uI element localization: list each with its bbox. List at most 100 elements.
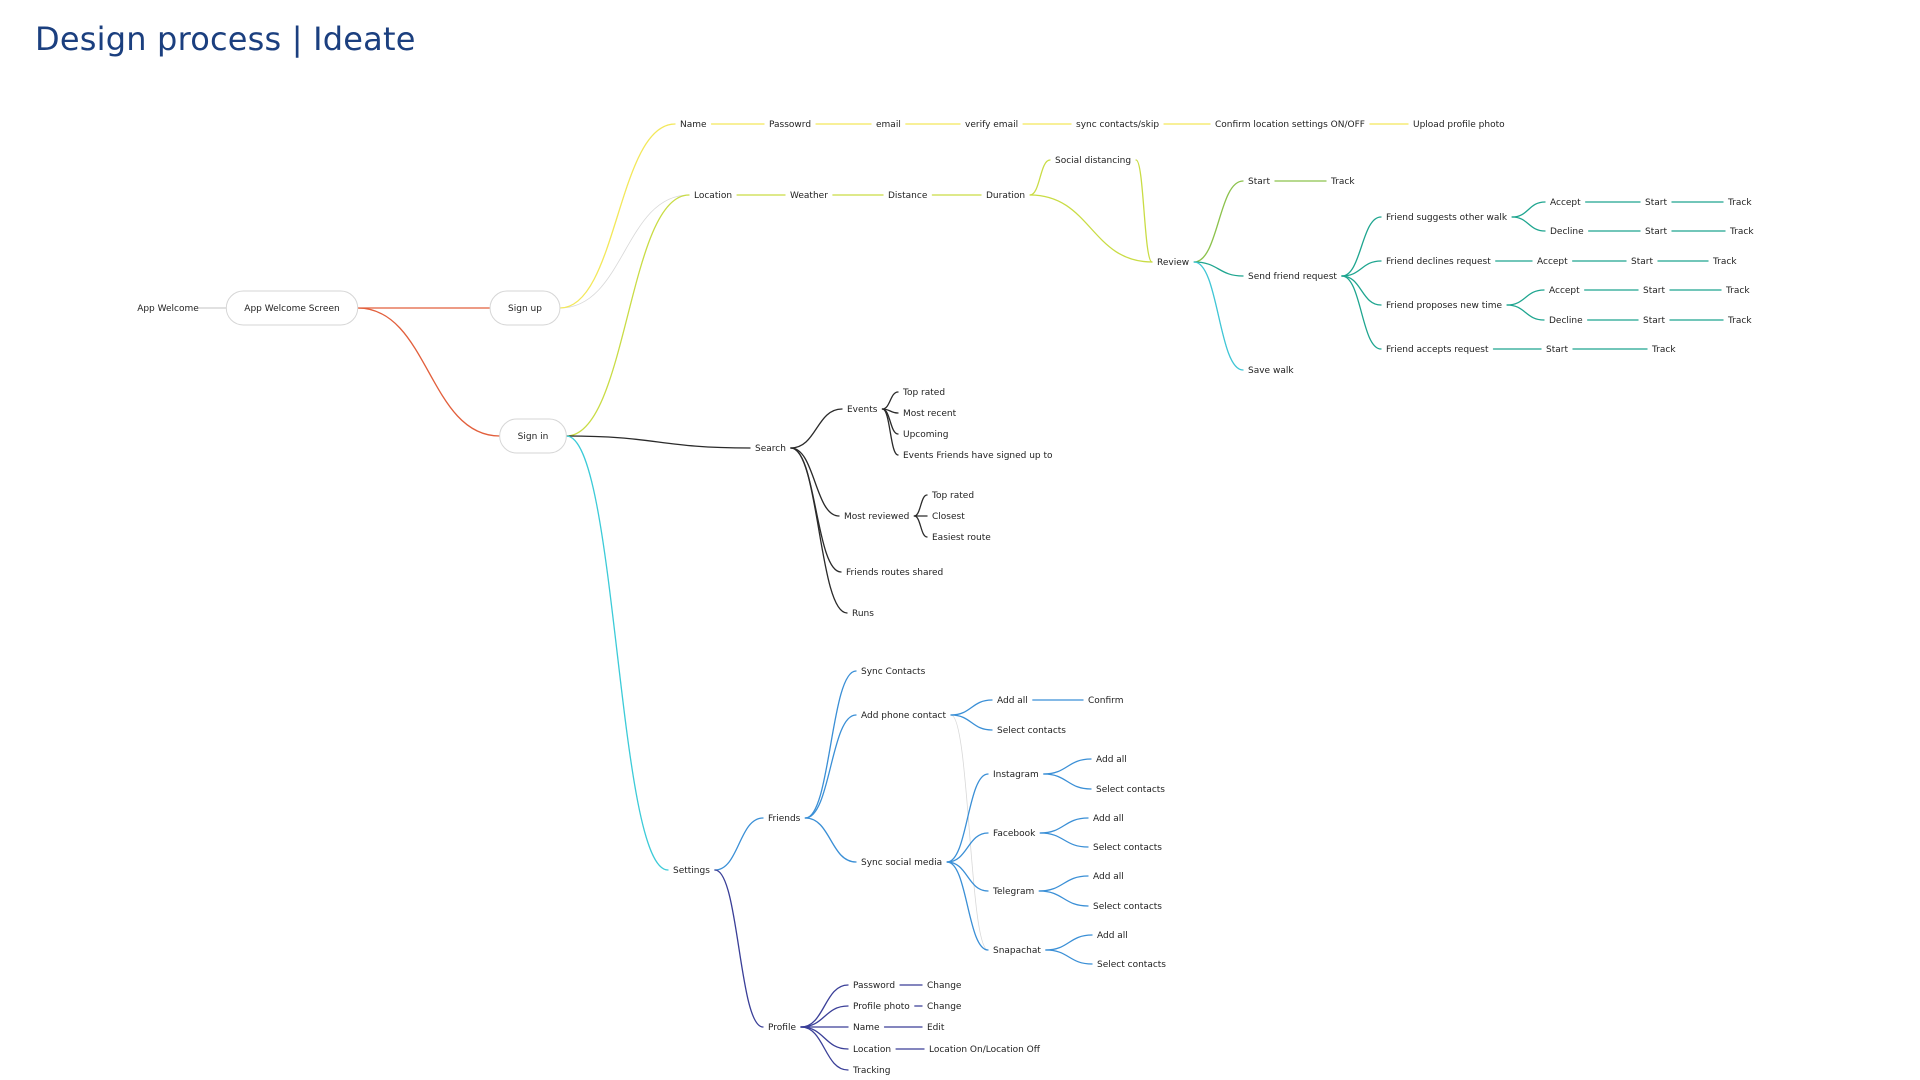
node-label-fr-suggests: Friend suggests other walk [1386, 213, 1508, 223]
connector-settings-to-friends [714, 817, 764, 871]
connector-most-reviewed-to-mr-easiest [913, 515, 928, 538]
connector-fr-proposes-to-fr-p-accept [1506, 289, 1545, 306]
node-label-fr-s-accept-track: Track [1727, 198, 1752, 208]
connector-profile-to-pr-location [800, 1026, 849, 1050]
connector-friends-to-sync-contacts [804, 670, 857, 819]
node-fr-a-track: Track [1651, 345, 1676, 355]
node-profile: Profile [768, 1023, 796, 1033]
connector-profile-to-pr-password [800, 984, 849, 1028]
node-label-fr-a-start: Start [1546, 345, 1568, 355]
ghost-connector-add-phone-to-snapachat [950, 714, 989, 951]
node-label-instagram: Instagram [993, 770, 1039, 780]
node-label-fr-s-decline: Decline [1550, 227, 1584, 237]
connector-sync-social-to-snapachat [946, 861, 989, 951]
connector-sign-in-to-settings [565, 435, 669, 871]
node-label-mr-easiest: Easiest route [932, 533, 991, 543]
node-fb-add-all: Add all [1093, 814, 1124, 824]
node-sign-up: Sign up [489, 290, 561, 326]
node-pr-password: Password [853, 981, 895, 991]
node-friends-routes: Friends routes shared [846, 568, 943, 578]
connector-send-friend-request-to-fr-proposes [1341, 275, 1382, 306]
node-send-friend-request: Send friend request [1248, 272, 1337, 282]
connector-review-to-save-walk [1193, 261, 1244, 371]
node-passowrd: Passowrd [769, 120, 811, 130]
node-welcome-screen: App Welcome Screen [225, 290, 359, 326]
node-fb-select: Select contacts [1093, 843, 1162, 853]
node-label-fr-p-accept: Accept [1549, 286, 1580, 296]
node-fr-p-accept-start: Start [1643, 286, 1665, 296]
connector-friends-to-sync-social [804, 817, 857, 863]
connector-review-to-send-friend-request [1193, 261, 1244, 277]
node-fr-s-decline-start: Start [1645, 227, 1667, 237]
node-label-fr-s-accept: Accept [1550, 198, 1581, 208]
node-review-track: Track [1330, 177, 1355, 187]
node-label-tg-select: Select contacts [1093, 902, 1162, 912]
connector-facebook-to-fb-select [1039, 832, 1089, 848]
node-location: Location [694, 191, 732, 201]
node-pill-sign-up [489, 290, 561, 326]
node-label-fr-p-decline-start: Start [1643, 316, 1665, 326]
node-label-duration: Duration [986, 191, 1025, 201]
connector-events-to-ev-top-rated [881, 391, 899, 410]
connector-review-to-review-start [1193, 180, 1244, 263]
node-fr-p-accept: Accept [1549, 286, 1580, 296]
node-facebook: Facebook [993, 829, 1036, 839]
node-sync-skip: sync contacts/skip [1076, 120, 1159, 130]
node-label-fr-p-decline-track: Track [1727, 316, 1752, 326]
node-friends: Friends [768, 814, 801, 824]
node-pr-tracking: Tracking [852, 1066, 890, 1076]
connector-sign-in-to-search [565, 435, 751, 449]
connector-sync-social-to-telegram [946, 861, 989, 892]
connector-snapachat-to-sc-select [1045, 949, 1093, 965]
connector-sign-in-to-location [565, 194, 690, 437]
node-instagram: Instagram [993, 770, 1039, 780]
node-fr-s-accept-track: Track [1727, 198, 1752, 208]
connector-sign-up-to-name [559, 123, 676, 309]
node-fr-d-track: Track [1712, 257, 1737, 267]
node-label-fr-p-accept-track: Track [1725, 286, 1750, 296]
node-add-phone: Add phone contact [861, 711, 946, 721]
node-label-ev-top-rated: Top rated [902, 388, 945, 398]
node-label-ig-add-all: Add all [1096, 755, 1127, 765]
node-label-friends-routes: Friends routes shared [846, 568, 943, 578]
node-label-fr-p-accept-start: Start [1643, 286, 1665, 296]
connector-duration-to-social-distancing [1029, 159, 1051, 196]
node-sc-add-all: Add all [1097, 931, 1128, 941]
node-label-fr-accepts: Friend accepts request [1386, 345, 1489, 355]
connector-telegram-to-tg-add-all [1038, 875, 1089, 892]
node-label-fr-a-track: Track [1651, 345, 1676, 355]
node-fr-d-accept: Accept [1537, 257, 1568, 267]
node-label-upload-photo: Upload profile photo [1413, 120, 1505, 130]
node-label-pr-photo: Profile photo [853, 1002, 910, 1012]
node-pr-name-edit: Edit [927, 1023, 945, 1033]
node-label-ap-confirm: Confirm [1088, 696, 1123, 706]
node-label-weather: Weather [790, 191, 828, 201]
node-sync-social: Sync social media [861, 858, 942, 868]
node-upload-photo: Upload profile photo [1413, 120, 1505, 130]
node-label-fr-d-track: Track [1712, 257, 1737, 267]
connector-fr-suggests-to-fr-s-decline [1511, 216, 1546, 232]
node-ap-add-all: Add all [997, 696, 1028, 706]
connector-search-to-runs [790, 447, 848, 614]
node-email: email [876, 120, 901, 130]
node-label-most-reviewed: Most reviewed [844, 512, 909, 522]
node-verify-email: verify email [965, 120, 1018, 130]
node-label-pr-photo-change: Change [927, 1002, 962, 1012]
node-save-walk: Save walk [1248, 366, 1294, 376]
node-label-tg-add-all: Add all [1093, 872, 1124, 882]
node-fr-s-accept-start: Start [1645, 198, 1667, 208]
node-label-fr-s-decline-track: Track [1729, 227, 1754, 237]
node-pr-location: Location [853, 1045, 891, 1055]
node-label-sync-contacts: Sync Contacts [861, 667, 926, 677]
node-pr-photo-change: Change [927, 1002, 962, 1012]
connector-friends-to-add-phone [804, 714, 857, 819]
connector-fr-proposes-to-fr-p-decline [1506, 304, 1545, 321]
node-label-fr-p-decline: Decline [1549, 316, 1583, 326]
node-sign-in: Sign in [499, 418, 567, 454]
connector-instagram-to-ig-add-all [1043, 758, 1092, 775]
node-label-ap-add-all: Add all [997, 696, 1028, 706]
node-label-email: email [876, 120, 901, 130]
node-fr-proposes: Friend proposes new time [1386, 301, 1503, 311]
connector-telegram-to-tg-select [1038, 890, 1089, 907]
connector-send-friend-request-to-fr-suggests [1341, 216, 1382, 277]
